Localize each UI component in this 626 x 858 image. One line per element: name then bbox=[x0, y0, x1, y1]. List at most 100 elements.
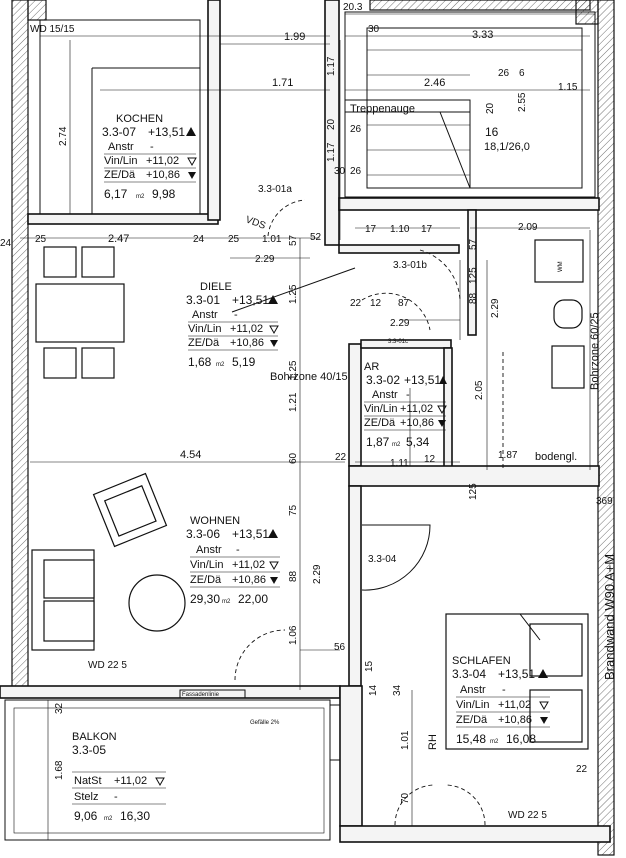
area-unit: m2 bbox=[490, 739, 499, 745]
dim: 88 bbox=[288, 570, 299, 582]
steps-count: 16 bbox=[485, 125, 499, 139]
dim: 1.01 bbox=[400, 730, 411, 750]
room-code: 3.3-04 bbox=[452, 667, 486, 681]
room-level: +13,51 bbox=[498, 667, 535, 681]
row-value: +10,86 bbox=[146, 169, 180, 181]
room-code: 3.3-06 bbox=[186, 527, 220, 541]
level-down-filled-icon bbox=[270, 577, 278, 584]
dim: 22 bbox=[335, 452, 347, 463]
room-area: 29,30 bbox=[190, 592, 220, 606]
staircase bbox=[344, 0, 596, 198]
dim: 1.06 bbox=[288, 625, 299, 645]
dim: 125 bbox=[468, 483, 479, 500]
row-value: +11,02 bbox=[400, 403, 433, 415]
room-area: 6,17 bbox=[104, 187, 128, 201]
row-value: +10,86 bbox=[230, 337, 264, 349]
level-down-icon bbox=[437, 405, 447, 415]
vds-label: VDS bbox=[244, 214, 267, 231]
dim: 75 bbox=[288, 504, 299, 516]
room-name: KOCHEN bbox=[116, 113, 163, 125]
dim: 2.29 bbox=[490, 298, 501, 318]
room-level: +13,51 bbox=[404, 373, 441, 387]
room-area: 1,87 bbox=[366, 435, 390, 449]
steps-ratio: 18,1/26,0 bbox=[484, 141, 530, 153]
row-value: - bbox=[114, 791, 118, 803]
chair bbox=[43, 347, 77, 379]
row-label: ZE/Dä bbox=[364, 417, 396, 429]
wall-stair-bottom bbox=[338, 197, 600, 211]
dim: 2.05 bbox=[474, 380, 485, 400]
room-perimeter: 22,00 bbox=[238, 592, 268, 606]
level-down-filled-icon bbox=[438, 420, 446, 427]
dining-table bbox=[35, 246, 125, 379]
room-label-schlafen: SCHLAFEN 3.3-04 +13,51 Anstr - Vin/Lin +… bbox=[452, 655, 550, 746]
level-down-filled-icon bbox=[270, 340, 278, 347]
facade-label: Fassadenlinie bbox=[182, 692, 220, 698]
row-value: +10,86 bbox=[400, 417, 434, 429]
level-triangle-icon bbox=[439, 376, 447, 384]
row-value: - bbox=[234, 309, 238, 321]
door-label: 3.3-01a bbox=[258, 184, 292, 195]
table bbox=[35, 283, 125, 343]
dim: 20.3 bbox=[343, 2, 363, 13]
level-triangle-icon bbox=[538, 669, 548, 678]
wall-kitchen-bottom bbox=[27, 213, 219, 225]
bohrzone-label-2: Bohrzone 60/25 bbox=[589, 312, 601, 390]
row-value: +11,02 bbox=[230, 323, 263, 335]
level-down-icon bbox=[269, 325, 279, 335]
sink bbox=[551, 345, 585, 389]
level-down-icon bbox=[187, 157, 197, 167]
dim: 57 bbox=[468, 238, 479, 250]
door-label: 3.3-01c bbox=[388, 339, 408, 345]
row-value: - bbox=[150, 141, 154, 153]
dim: 60 bbox=[288, 452, 299, 464]
area-unit: m2 bbox=[392, 442, 401, 448]
room-area: 9,06 bbox=[74, 809, 98, 823]
level-down-filled-icon bbox=[188, 172, 196, 179]
row-label: NatSt bbox=[74, 775, 102, 787]
dim: 2.46 bbox=[424, 77, 445, 89]
bohrzone-label: Bohrzone 40/15 bbox=[270, 371, 348, 383]
wall-top-left bbox=[27, 0, 47, 21]
row-value: +11,02 bbox=[114, 775, 147, 787]
row-value: - bbox=[502, 684, 506, 696]
wall-bedroom-south bbox=[339, 825, 611, 843]
dim: 24 bbox=[0, 238, 12, 249]
chair bbox=[81, 347, 115, 379]
wm-label: WM bbox=[558, 261, 564, 272]
plan-labels: WD 15/15 WD 22 5 WD 22 5 Treppenauge 16 … bbox=[30, 24, 617, 821]
room-perimeter: 16,08 bbox=[506, 732, 536, 746]
dim: 14 bbox=[368, 684, 379, 696]
area-unit: m2 bbox=[136, 194, 145, 200]
dim: 1.15 bbox=[558, 82, 578, 93]
dim: 1.25 bbox=[288, 360, 299, 380]
chair bbox=[43, 246, 77, 278]
wall-ar-left bbox=[348, 343, 362, 467]
bed bbox=[445, 613, 589, 750]
dim: 20 bbox=[485, 102, 496, 114]
row-label: Vin/Lin bbox=[188, 323, 221, 335]
level-down-icon bbox=[269, 561, 279, 571]
washing-machine-symbol bbox=[534, 239, 584, 283]
room-level: +13,51 bbox=[232, 293, 269, 307]
dim: 2.29 bbox=[312, 564, 323, 584]
row-label: ZE/Dä bbox=[188, 337, 220, 349]
row-value: +11,02 bbox=[498, 699, 531, 711]
wall-east bbox=[597, 0, 615, 856]
dim: 26 bbox=[498, 68, 510, 79]
dimension-texts: 20.3 1.99 30 3.33 1.71 2.46 26 6 1.15 2.… bbox=[0, 2, 613, 804]
wd-label-top: WD 15/15 bbox=[30, 24, 75, 35]
level-down-filled-icon bbox=[540, 717, 548, 724]
dim: 1.17 bbox=[326, 142, 337, 162]
dim: 4.54 bbox=[180, 449, 201, 461]
dimension-lines bbox=[20, 35, 590, 840]
wall-stair-left bbox=[324, 0, 340, 246]
wall-facade bbox=[0, 685, 341, 699]
level-triangle-icon bbox=[268, 529, 278, 538]
dim: 1.10 bbox=[390, 224, 410, 235]
wd-label-bottom: WD 22 5 bbox=[508, 810, 547, 821]
dim: 1.99 bbox=[284, 31, 305, 43]
dim: 1.71 bbox=[272, 77, 293, 89]
dim: 25 bbox=[35, 234, 47, 245]
